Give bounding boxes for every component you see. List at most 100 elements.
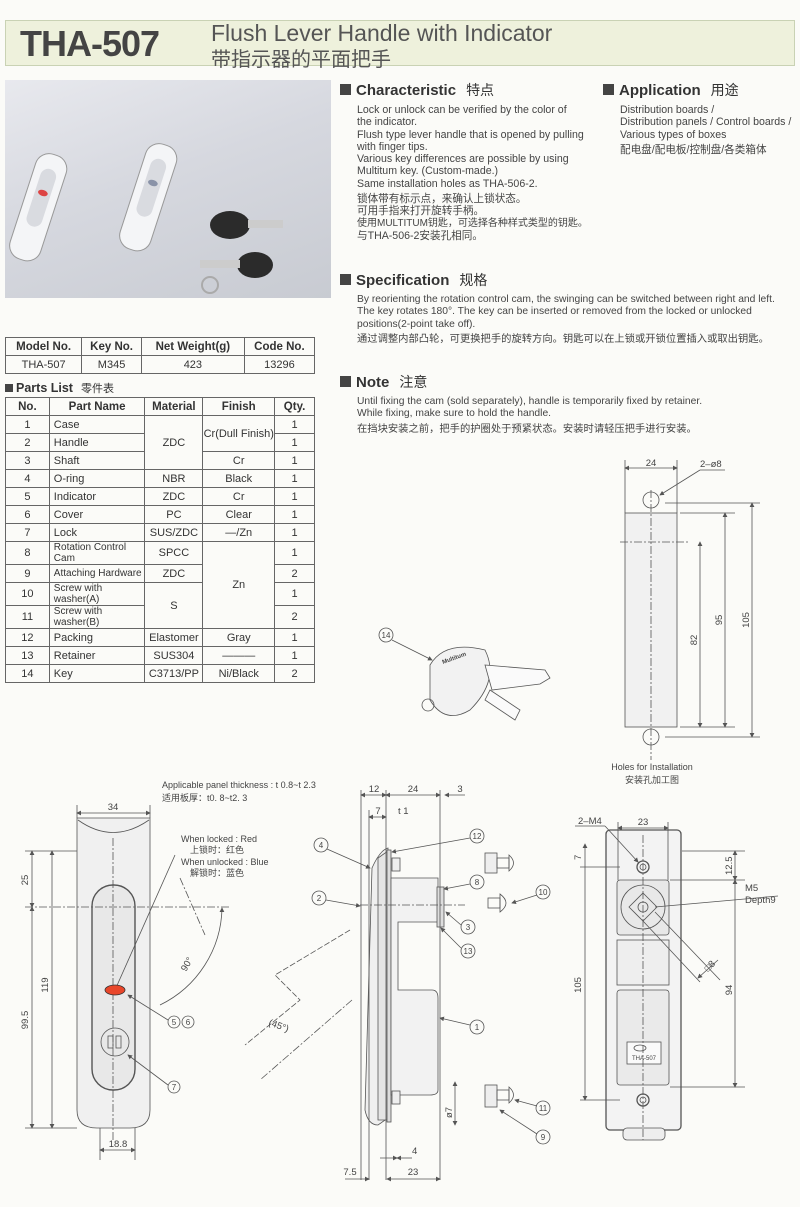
cell: ZDC [144, 415, 204, 470]
dim-105: 105 [741, 612, 752, 628]
text-line: The key rotates 180°. The key can be ins… [357, 306, 752, 318]
balloon-4 [313, 837, 329, 853]
balloon-8-label: 8 [475, 878, 480, 887]
balloon-12-label: 12 [473, 832, 482, 841]
dim-3: 3 [457, 784, 462, 795]
product-title-cn: 带指示器的平面把手 [211, 49, 391, 71]
dim-105-back: 105 [573, 977, 584, 993]
text-line: While fixing, make sure to hold the hand… [357, 408, 552, 420]
install-caption-cn: 安装孔加工图 [625, 774, 679, 785]
text-line: By reorienting the rotation control cam,… [357, 294, 775, 305]
model-number: THA-507 [20, 23, 160, 64]
dim-4: 4 [412, 1146, 417, 1157]
key-no-value: M345 [81, 355, 142, 374]
installation-holes-drawing [620, 460, 760, 760]
balloon-10 [535, 884, 551, 900]
text-line: positions(2-point take off). [357, 318, 476, 330]
cell: Key [48, 664, 146, 683]
balloon-5-label: 5 [172, 1018, 177, 1027]
dim-24-side: 24 [408, 784, 419, 795]
cell: SUS304 [144, 646, 204, 665]
dim-24: 24 [646, 458, 657, 469]
square-bullet-icon [603, 84, 614, 95]
text-line-cn: 可用手指来打开旋转手柄。 [357, 205, 485, 218]
square-bullet-icon [340, 376, 351, 387]
text-line: with finger tips. [357, 140, 428, 153]
square-bullet-icon [5, 384, 13, 392]
dim-95: 95 [714, 615, 725, 626]
balloon-7 [167, 1080, 181, 1094]
dim-dia-7: ø7 [444, 1107, 455, 1118]
product-title: Flush Lever Handle with Indicator [211, 20, 553, 46]
text-line: Until fixing the cam (sold separately), … [357, 396, 703, 407]
balloon-11 [535, 1100, 551, 1116]
dim-23-back: 23 [638, 817, 649, 828]
balloon-6 [181, 1015, 195, 1029]
title-banner: THA-507 Flush Lever Handle with Indicato… [5, 20, 795, 71]
dim-23-side: 23 [408, 1167, 419, 1178]
text-line: Various key differences are possible by … [357, 153, 569, 166]
cell: Ni/Black [202, 664, 276, 683]
header-key-no: Key No. [81, 337, 142, 356]
cell: 2 [274, 664, 315, 683]
model-info-table: Model No.Key No.Net Weight(g)Code No. TH… [4, 337, 316, 374]
balloon-9-label: 9 [541, 1133, 546, 1142]
key-drawing [378, 627, 551, 721]
thread-depth: Depth9 [745, 895, 776, 906]
balloon-5 [167, 1015, 181, 1029]
balloon-14-label: 14 [382, 631, 391, 640]
code-no-value: 13296 [243, 355, 316, 374]
dim-82: 82 [689, 635, 700, 646]
text-line-cn: 锁体带有标示点，来确认上锁状态。 [357, 193, 527, 206]
balloon-9 [535, 1129, 551, 1145]
heading-text-cn: 用途 [710, 82, 739, 98]
text-line: the indicator. [357, 116, 418, 129]
header-model-no: Model No. [4, 337, 83, 356]
panel-thickness-cn: 适用板厚：t0. 8~t2. 3 [162, 792, 247, 803]
balloon-8 [469, 874, 485, 890]
net-weight-value: 423 [140, 355, 245, 374]
cell: Elastomer [144, 628, 204, 647]
dim-2-m4: 2–M4 [578, 816, 602, 827]
text-line: Distribution boards / [620, 104, 715, 116]
cell: 14 [5, 664, 50, 683]
cell: Rotation Control Cam [48, 541, 146, 565]
balloon-12 [469, 828, 485, 844]
cell: Shaft [48, 451, 146, 470]
heading-text: Characteristic [356, 82, 457, 99]
text-line: Distribution panels / Control boards / [620, 116, 792, 129]
text-line-cn: 通过调整内部凸轮，可更换把手的旋转方向。钥匙可以在上锁或开锁位置插入或取出钥匙。 [357, 333, 769, 345]
text-line: Lock or unlock can be verified by the co… [357, 104, 567, 116]
dim-25: 25 [20, 875, 31, 886]
side-view-drawing [244, 790, 551, 1182]
product-photo [5, 80, 331, 298]
cell: 1 [274, 415, 315, 434]
square-bullet-icon [340, 84, 351, 95]
unlocked-color-label-cn: 解锁时：蓝色 [190, 867, 244, 878]
product-photo-illustration [9, 143, 283, 294]
balloon-2 [311, 890, 327, 906]
dim-t1: t 1 [398, 806, 409, 817]
cell: Handle [48, 433, 146, 452]
balloon-3-label: 3 [466, 923, 471, 932]
cell: C3713/PP [144, 664, 204, 683]
dim-99-5: 99.5 [20, 1011, 31, 1030]
dim-7-back: 7 [573, 855, 584, 860]
model-badge: THA-507 [632, 1056, 657, 1062]
dim-7-5: 7.5 [343, 1167, 356, 1178]
